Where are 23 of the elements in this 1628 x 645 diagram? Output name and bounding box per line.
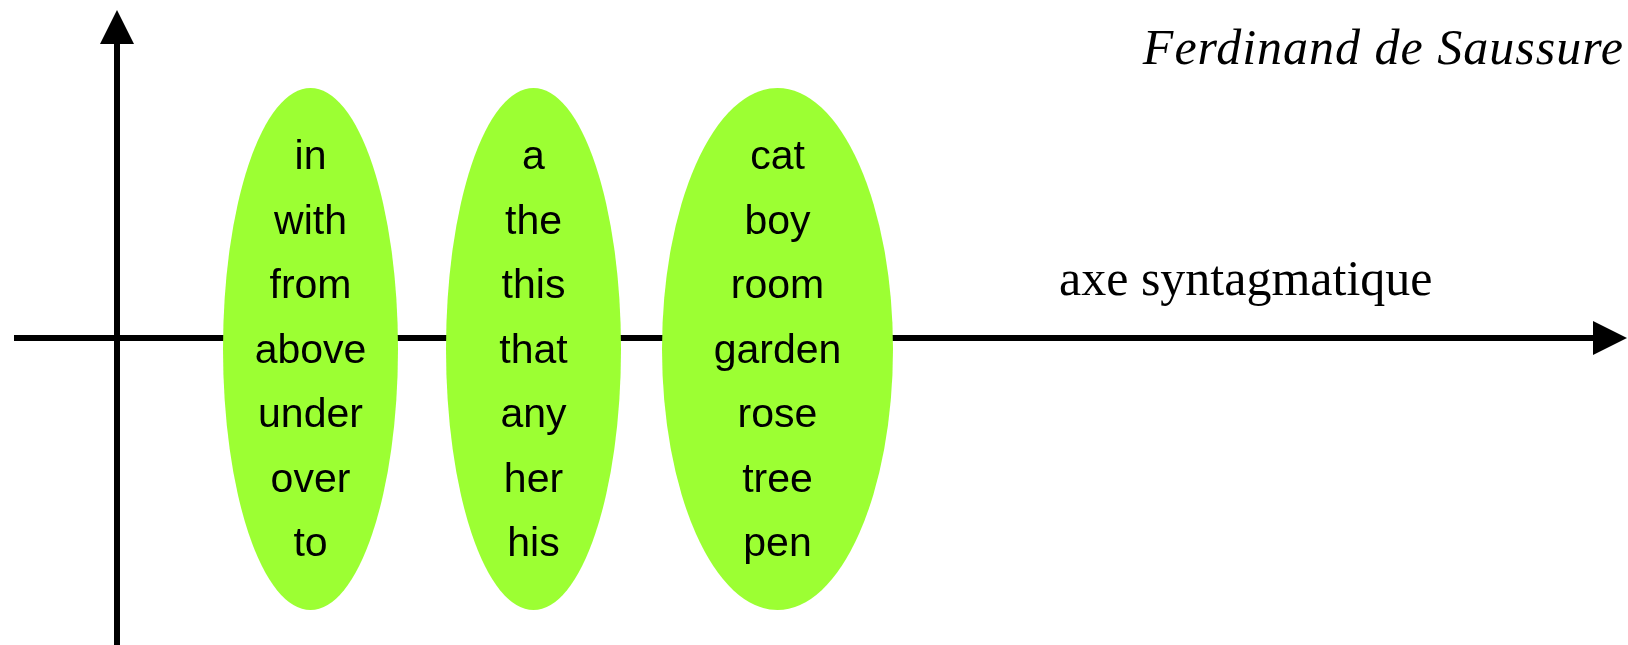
axis-label: axe syntagmatique <box>1059 251 1433 306</box>
word: to <box>293 518 328 568</box>
word: garden <box>713 324 842 374</box>
word: any <box>500 389 567 439</box>
word: with <box>274 195 347 245</box>
word: room <box>730 260 825 310</box>
word: pen <box>743 518 812 568</box>
word: a <box>522 131 545 181</box>
word: cat <box>750 131 805 181</box>
author-name: Ferdinand de Saussure <box>1142 20 1624 75</box>
word: tree <box>742 453 813 503</box>
word: in <box>294 131 327 181</box>
word: this <box>501 260 566 310</box>
word: her <box>503 453 564 503</box>
word: above <box>254 324 367 374</box>
word: from <box>269 260 352 310</box>
word: under <box>258 389 363 439</box>
word: his <box>507 518 560 568</box>
word: rose <box>737 389 818 439</box>
word: that <box>499 324 568 374</box>
word: the <box>505 195 562 245</box>
word: over <box>270 453 351 503</box>
word: boy <box>744 195 811 245</box>
